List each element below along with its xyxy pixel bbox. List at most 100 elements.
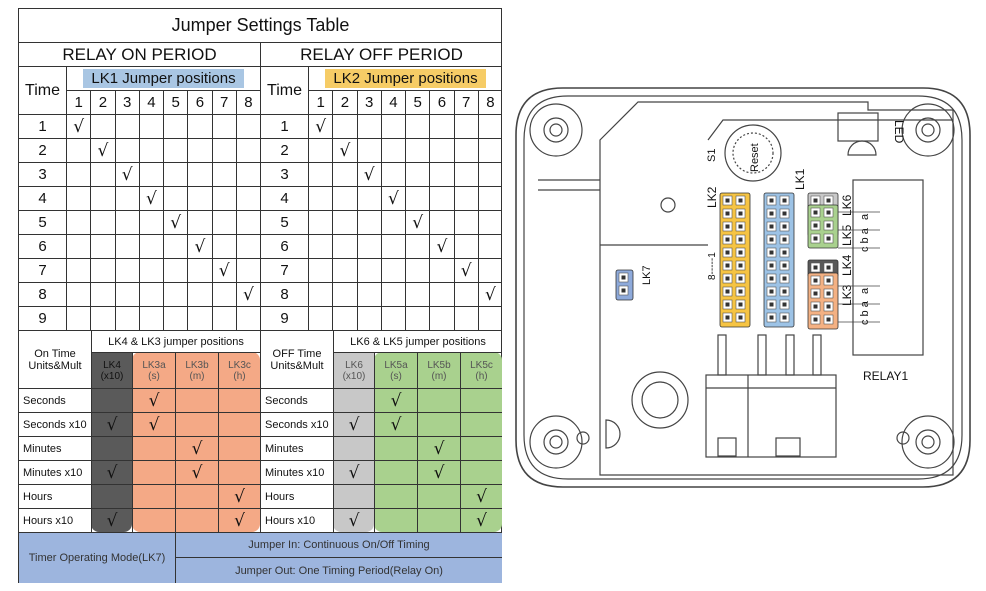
on-unit-cell	[175, 412, 218, 436]
off-units-label-1: OFF Time	[272, 347, 322, 360]
on-units-label-2: Units&Mult	[28, 359, 82, 372]
col-name: LK5c	[470, 359, 493, 371]
lk2-jumper-block-pin-dot	[725, 263, 730, 268]
terminal-lead	[717, 334, 727, 376]
lk2-jumper-block-pin-dot	[738, 237, 743, 242]
on-position-3: 3	[114, 90, 139, 114]
lk2-jumper-block-pin-dot	[738, 315, 743, 320]
off-grid-cell	[380, 282, 405, 306]
on-check-7: √	[211, 258, 236, 282]
pcb-edge	[707, 119, 953, 141]
on-grid-cell	[235, 138, 260, 162]
mode-label: Timer Operating Mode(LK7)	[18, 532, 175, 583]
on-unit-cell	[91, 436, 132, 460]
on-grid-cell	[187, 210, 212, 234]
col-sub: (h)	[233, 370, 246, 382]
corner-boss	[901, 103, 955, 157]
on-unit-row-0: Seconds	[18, 388, 91, 412]
off-grid-cell	[429, 210, 454, 234]
on-position-5: 5	[163, 90, 188, 114]
off-grid-cell	[429, 138, 454, 162]
on-col-bg-lk4	[91, 352, 132, 532]
off-grid-cell	[429, 186, 454, 210]
col-name: LK5b	[427, 359, 451, 371]
on-grid-cell	[138, 114, 163, 138]
off-unit-cell	[374, 460, 417, 484]
col-sub: (x10)	[100, 370, 124, 382]
lk1-jumper-block-pin-dot	[782, 263, 787, 268]
off-unit-check: √	[374, 412, 417, 436]
on-check-1: √	[66, 114, 91, 138]
off-grid-cell	[405, 138, 430, 162]
lk1-label: LK1	[793, 168, 807, 190]
off-grid-cell	[453, 306, 478, 330]
col-sub: (h)	[475, 370, 488, 382]
lk4-jumper-block-pin-dot	[813, 265, 818, 270]
off-grid-cell	[308, 162, 333, 186]
lk1-label: LK1 Jumper positions	[83, 69, 244, 88]
terminal-lead	[812, 334, 822, 376]
off-unit-row-2: Minutes	[260, 436, 333, 460]
off-grid-cell	[332, 258, 357, 282]
off-grid-cell	[308, 234, 333, 258]
off-grid-cell	[332, 282, 357, 306]
on-grid-cell	[90, 234, 115, 258]
off-grid-cell	[356, 114, 381, 138]
lk3-jumper-block-pin-dot	[826, 317, 831, 322]
off-unit-check: √	[333, 460, 374, 484]
rib	[538, 179, 600, 191]
on-position-1: 1	[66, 90, 91, 114]
off-grid-cell	[453, 234, 478, 258]
col-name: LK3b	[185, 359, 209, 371]
s1-label: S1	[706, 149, 718, 162]
col-sub: (s)	[148, 370, 160, 382]
mode-jumper-out: Jumper Out: One Timing Period(Relay On)	[175, 557, 502, 583]
lk5-label: LK5	[840, 224, 854, 246]
on-check-2: √	[90, 138, 115, 162]
on-grid-cell	[235, 162, 260, 186]
lk1-jumper-block-pin-dot	[782, 224, 787, 229]
on-grid-cell	[211, 186, 236, 210]
lk2-jumper-block-pin-dot	[725, 250, 730, 255]
on-col-header-lk4: LK4(x10)	[91, 352, 132, 388]
on-grid-cell	[90, 162, 115, 186]
on-unit-cell	[175, 388, 218, 412]
on-unit-cell	[175, 508, 218, 532]
on-grid-cell	[187, 306, 212, 330]
on-unit-check: √	[91, 508, 132, 532]
lk2-jumper-block-pin-dot	[738, 289, 743, 294]
off-check-5: √	[405, 210, 430, 234]
scale-label: 8-----1	[707, 252, 718, 280]
lk3-jumper-block-pin-dot	[826, 291, 831, 296]
on-lk-header: LK1 Jumper positions	[66, 66, 260, 90]
led-label: LED	[892, 120, 906, 144]
on-grid-cell	[235, 234, 260, 258]
on-grid-cell	[138, 306, 163, 330]
on-grid-cell	[163, 186, 188, 210]
off-grid-cell	[332, 234, 357, 258]
on-grid-cell	[138, 282, 163, 306]
off-grid-cell	[477, 258, 502, 282]
terminal-pin	[717, 437, 737, 457]
terminal-lead	[757, 334, 767, 376]
on-grid-cell	[114, 210, 139, 234]
on-unit-row-5: Hours x10	[18, 508, 91, 532]
on-unit-cell	[218, 388, 260, 412]
off-grid-cell	[477, 234, 502, 258]
off-unit-check: √	[333, 508, 374, 532]
on-units-label-1: On Time	[34, 347, 76, 360]
on-time-row-6: 6	[18, 234, 66, 258]
off-position-4: 4	[380, 90, 405, 114]
on-grid-cell	[235, 210, 260, 234]
lk2-jumper-block-pin-dot	[725, 224, 730, 229]
on-grid-cell	[211, 162, 236, 186]
on-grid-cell	[163, 258, 188, 282]
off-grid-cell	[477, 138, 502, 162]
on-check-8: √	[235, 282, 260, 306]
on-time-row-2: 2	[18, 138, 66, 162]
off-grid-cell	[308, 306, 333, 330]
off-grid-cell	[380, 234, 405, 258]
lk1-jumper-block-pin-dot	[782, 302, 787, 307]
on-grid-cell	[187, 186, 212, 210]
